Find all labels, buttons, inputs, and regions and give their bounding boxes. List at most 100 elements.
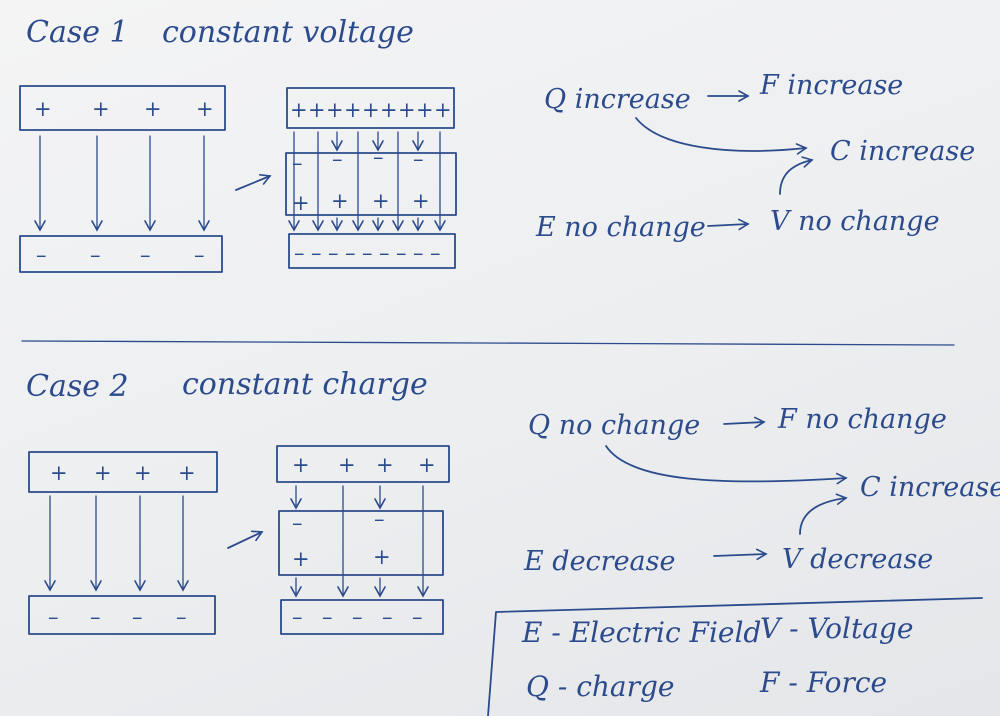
svg-text:+: + bbox=[338, 453, 356, 477]
svg-text:–: – bbox=[90, 605, 101, 629]
case1-dielectric-plus: + + + + bbox=[292, 189, 430, 215]
legend-q: Q - charge bbox=[526, 670, 675, 703]
svg-text:+: + bbox=[144, 97, 162, 121]
case1-e-to-v-arrow bbox=[707, 218, 750, 231]
case1-top-plate-after bbox=[286, 87, 455, 129]
svg-text:–: – bbox=[311, 241, 322, 265]
case2-top-plate bbox=[28, 451, 218, 493]
svg-text:–: – bbox=[382, 605, 393, 629]
case1-dielectric bbox=[285, 152, 457, 216]
svg-text:–: – bbox=[292, 605, 303, 629]
svg-text:+: + bbox=[416, 98, 434, 122]
svg-text:+: + bbox=[380, 98, 398, 122]
svg-text:+: + bbox=[418, 453, 436, 477]
case2-subtitle: constant charge bbox=[182, 367, 428, 402]
svg-text:+: + bbox=[362, 98, 380, 122]
case2-c-relation: C increase bbox=[860, 472, 1000, 503]
svg-text:–: – bbox=[352, 605, 363, 629]
svg-text:+: + bbox=[292, 453, 310, 477]
case1-capacitor-after: + + + + + + + + + – – – – + + + + – – – … bbox=[285, 87, 457, 269]
svg-text:+: + bbox=[373, 545, 391, 569]
svg-text:–: – bbox=[430, 241, 441, 265]
case2-minus-charges: – – – – bbox=[48, 605, 187, 629]
case1-e-relation: E no change bbox=[535, 212, 706, 243]
svg-text:+: + bbox=[34, 97, 52, 121]
case2-v-relation: V decrease bbox=[782, 544, 933, 575]
svg-text:–: – bbox=[140, 243, 151, 267]
svg-text:–: – bbox=[374, 507, 385, 531]
svg-text:–: – bbox=[396, 241, 407, 265]
case1-title: Case 1 bbox=[26, 15, 129, 50]
case2-title: Case 2 bbox=[26, 369, 129, 404]
case1-capacitor-before: + + + + – – – – bbox=[19, 85, 226, 273]
case2-f-relation: F no change bbox=[777, 404, 947, 435]
svg-text:–: – bbox=[373, 145, 384, 169]
case1-q-to-c-arrow bbox=[635, 117, 808, 155]
svg-text:–: – bbox=[328, 241, 339, 265]
case2-dielectric-plus: + + bbox=[292, 545, 391, 571]
svg-text:–: – bbox=[90, 243, 101, 267]
case2-bottom-plate-after bbox=[280, 599, 444, 635]
case1-f-relation: F increase bbox=[759, 70, 903, 101]
svg-text:+: + bbox=[412, 189, 430, 213]
case2-q-to-f-arrow bbox=[723, 416, 766, 429]
legend-f: F - Force bbox=[759, 666, 887, 699]
legend-border bbox=[487, 597, 983, 716]
case1-plus-charges-after: + + + + + + + + + bbox=[290, 98, 452, 122]
svg-text:–: – bbox=[379, 241, 390, 265]
svg-text:–: – bbox=[48, 605, 59, 629]
case1-bottom-plate-after bbox=[288, 233, 456, 269]
case2-dielectric bbox=[278, 510, 444, 576]
legend-v: V - Voltage bbox=[760, 612, 913, 645]
case1-q-relation: Q increase bbox=[544, 84, 691, 115]
svg-text:–: – bbox=[36, 243, 47, 267]
svg-text:+: + bbox=[196, 97, 214, 121]
case2-q-relation: Q no change bbox=[528, 410, 700, 441]
svg-text:–: – bbox=[345, 241, 356, 265]
svg-text:–: – bbox=[413, 147, 424, 171]
case1-v-relation: V no change bbox=[770, 206, 940, 237]
case1-transition-arrow bbox=[235, 174, 272, 191]
svg-text:–: – bbox=[292, 151, 303, 175]
legend: E - Electric Field V - Voltage Q - charg… bbox=[487, 597, 983, 716]
svg-text:–: – bbox=[176, 605, 187, 629]
svg-text:+: + bbox=[292, 547, 310, 571]
svg-text:+: + bbox=[331, 189, 349, 213]
case1-subtitle: constant voltage bbox=[162, 15, 414, 50]
case1-plus-charges: + + + + bbox=[34, 97, 214, 121]
legend-e: E - Electric Field bbox=[521, 616, 761, 649]
svg-text:+: + bbox=[292, 191, 310, 215]
svg-text:–: – bbox=[322, 605, 333, 629]
case2-transition-arrow bbox=[227, 530, 264, 549]
svg-text:–: – bbox=[412, 605, 423, 629]
svg-text:–: – bbox=[413, 241, 424, 265]
case1-c-relation: C increase bbox=[830, 136, 975, 167]
case2-capacitor-before: + + + + – – – – bbox=[28, 451, 218, 635]
svg-text:+: + bbox=[372, 189, 390, 213]
svg-text:+: + bbox=[50, 461, 68, 485]
svg-text:–: – bbox=[194, 243, 205, 267]
case2-field-lines-after bbox=[290, 485, 429, 598]
svg-text:+: + bbox=[376, 453, 394, 477]
case2-bottom-plate bbox=[28, 595, 216, 635]
svg-text:+: + bbox=[94, 461, 112, 485]
case2-top-plate-after bbox=[276, 445, 450, 483]
case2-e-to-v-arrow bbox=[713, 548, 768, 561]
case2-capacitor-after: + + + + – – + + – – – – – bbox=[276, 445, 450, 635]
case2-plus-charges: + + + + bbox=[50, 461, 196, 485]
case2-relations: Q no change F no change C increase E dec… bbox=[523, 404, 1000, 577]
svg-text:+: + bbox=[134, 461, 152, 485]
svg-text:+: + bbox=[326, 98, 344, 122]
case1-relations: Q increase F increase C increase E no ch… bbox=[535, 70, 975, 243]
case1-bottom-plate bbox=[19, 235, 223, 273]
case2-plus-charges-after: + + + + bbox=[292, 453, 436, 477]
svg-text:+: + bbox=[308, 98, 326, 122]
case1-field-lines bbox=[34, 135, 210, 232]
case1-minus-charges-after: – – – – – – – – – bbox=[294, 241, 441, 265]
svg-text:+: + bbox=[344, 98, 362, 122]
svg-text:–: – bbox=[294, 241, 305, 265]
case2-field-lines bbox=[44, 495, 189, 592]
case1-v-to-c-arrow bbox=[779, 156, 814, 195]
case2-e-relation: E decrease bbox=[523, 546, 676, 577]
